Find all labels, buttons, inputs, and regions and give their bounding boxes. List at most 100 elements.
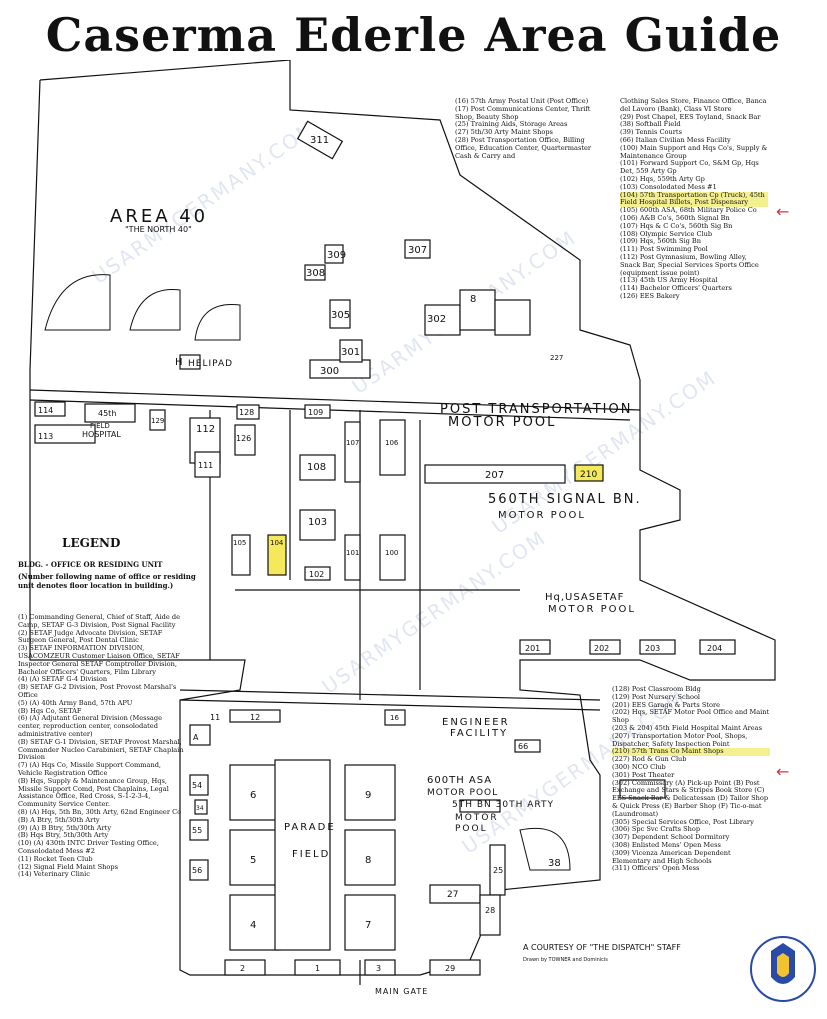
legend-item: (207) Transportation Motor Pool, Shops, …	[612, 731, 748, 748]
legend-item: (B) SETAF G-2 Division, Post Provost Mar…	[18, 683, 177, 699]
legend-item: (4) (A) SETAF G-4 Division	[18, 675, 108, 684]
bldg-54: 54	[192, 781, 202, 790]
legend-item: (100) Main Support and Hqs Co's, Supply …	[620, 143, 768, 160]
legend-right-top: Clothing Sales Store, Finance Office, Ba…	[620, 97, 768, 301]
bldg-108: 108	[307, 462, 326, 473]
area40-sub: "THE NORTH 40"	[125, 225, 192, 234]
bldg-104: 104	[270, 539, 284, 547]
usarmygermany-logo	[750, 936, 816, 1002]
legend-item: (12) Signal Field Maint Shops	[18, 862, 118, 871]
usasetaf-label-2: MOTOR POOL	[548, 604, 636, 615]
legend-item: (6) (A) Adjutant General Division (Messa…	[18, 714, 162, 738]
legend-left: (1) Commanding General, Chief of Staff, …	[18, 613, 186, 879]
legend-item: (309) Vicenza American Dependent Element…	[612, 848, 731, 865]
legend-item: (B) A Btry, 5th/30th Arty	[18, 815, 100, 824]
bn-label-2: MOTOR	[455, 813, 499, 823]
post-transport-label-2: MOTOR POOL	[448, 415, 556, 430]
parade-label: PARADE	[284, 822, 336, 833]
legend-item: (9) (A) B Btry, 5th/30th Arty	[18, 823, 112, 832]
legend-item: (301) Post Theater	[612, 770, 675, 779]
legend-item: (103) Consolodated Mess #1	[620, 182, 717, 191]
bldg-8-north: 8	[470, 294, 476, 305]
hospital-field: FIELD	[90, 422, 110, 430]
legend-item: (38) Softball Field	[620, 120, 681, 129]
road	[29, 389, 641, 411]
bldg-114: 114	[38, 406, 53, 415]
helipad-text: HELIPAD	[188, 359, 233, 369]
asa-label-2: MOTOR POOL	[427, 788, 498, 798]
legend-item: (B) Hqs Co, SETAF	[18, 706, 82, 715]
arrow-icon: ←	[776, 202, 790, 221]
perimeter	[29, 60, 776, 976]
legend-item: (7) (A) Hqs Co, Missile Support Command,…	[18, 761, 162, 777]
bldg-A-1: A	[193, 733, 199, 742]
bldg-311: 311	[310, 135, 329, 146]
legend-item: (39) Tennis Courts	[620, 128, 682, 137]
legend-item: (2) SETAF Judge Advocate Division, SETAF…	[18, 628, 163, 645]
bldg-27: 27	[447, 890, 458, 900]
legend-item: (306) Spc Svc Crafts Shop	[612, 825, 701, 834]
legend-item: (305) Special Services Office, Post Libr…	[612, 817, 754, 826]
bldg-129: 129	[151, 417, 164, 425]
bldg-207: 207	[485, 470, 504, 481]
signal-label: 560TH SIGNAL BN.	[488, 492, 642, 507]
bldg-45th: 45th	[98, 409, 116, 418]
legend-item: (202) Hqs, SETAF Motor Pool Office and M…	[612, 708, 770, 725]
legend-item: (B) SETAF G-1 Division, SETAF Provost Ma…	[18, 737, 184, 762]
bldg-38: 38	[548, 858, 561, 869]
bldg-103: 103	[308, 517, 327, 528]
hospital-label: HOSPITAL	[82, 430, 121, 439]
legend-item: (308) Enlisted Mens' Open Mess	[612, 840, 721, 849]
bldg-111: 111	[198, 461, 213, 470]
bldg-112: 112	[196, 424, 215, 435]
bldg-302: 302	[427, 314, 446, 325]
bldg-113: 113	[38, 432, 53, 441]
bldg-6: 6	[250, 790, 256, 801]
bldg-128: 128	[239, 408, 254, 417]
bldg-307: 307	[408, 245, 427, 256]
base-map: AREA 40 "THE NORTH 40" H HELIPAD 300 311…	[29, 60, 776, 996]
bldg-66: 66	[518, 742, 528, 751]
arrow-icon: ←	[776, 762, 790, 781]
bldg-12: 12	[250, 713, 260, 722]
bldg-201: 201	[525, 644, 540, 653]
bldg-126: 126	[236, 434, 251, 443]
legend-heading: LEGEND	[62, 536, 121, 550]
bldg-202: 202	[594, 644, 609, 653]
legend-item: (28) Post Transportation Office, Billing…	[455, 135, 592, 160]
legend-item: (14) Veterinary Clinic	[18, 870, 90, 879]
courtesy-label: A COURTESY OF "THE DISPATCH" STAFF	[523, 943, 681, 952]
bldg-100: 100	[385, 549, 398, 557]
legend-item: (16) 57th Army Postal Unit (Post Office)	[455, 97, 589, 105]
bldg-227: 227	[550, 354, 563, 362]
legend-item: (129) Post Nursery School	[612, 692, 701, 701]
legend-right-bottom: (128) Post Classroom Bldg(129) Post Nurs…	[612, 685, 770, 873]
bldg-4: 4	[250, 920, 256, 931]
legend-item: (25) Training Aids, Storage Areas	[455, 120, 568, 129]
legend-item: (17) Post Communications Center, Thrift …	[455, 104, 591, 121]
legend-item: (105) 600th ASA, 68th Military Police Co	[620, 206, 757, 215]
bldg-11: 11	[210, 713, 220, 722]
bldg-8: 8	[365, 855, 371, 866]
legend-item: (101) Forward Support Co, S&M Gp, Hqs De…	[620, 159, 759, 176]
bldg-109: 109	[308, 408, 323, 417]
drawn-by: Drawn by TOWNER and Dominicis	[523, 957, 608, 963]
legend-intro-title: BLDG. - OFFICE OR RESIDING UNIT	[18, 560, 163, 569]
legend-item: (66) Italian Civilian Mess Facility	[620, 135, 731, 144]
bldg-25: 25	[493, 866, 503, 875]
legend-item: (300) NCO Club	[612, 762, 666, 771]
legend-item: (10) (A) 430th INTC Driver Testing Offic…	[18, 839, 159, 855]
area40-label: AREA 40	[110, 206, 208, 227]
bldg-34: 34	[196, 805, 204, 812]
post-transport-label: POST TRANSPORTATION	[440, 402, 632, 417]
bn-label-3: POOL	[455, 824, 488, 834]
legend-item: (307) Dependent School Dormitory	[612, 833, 730, 842]
bldg-107: 107	[346, 439, 359, 447]
legend-intro: BLDG. - OFFICE OR RESIDING UNIT (Number …	[18, 560, 198, 590]
bldg-300: 300	[320, 366, 339, 377]
legend-item: (102) Hqs, 559th Arty Gp	[620, 174, 705, 183]
legend-item: (B) Hqs Btry, 5th/30th Arty	[18, 831, 109, 840]
bn-label: 5TH BN 30TH ARTY	[452, 800, 554, 810]
bldg-29: 29	[445, 964, 455, 973]
bldg-210: 210	[580, 470, 597, 480]
